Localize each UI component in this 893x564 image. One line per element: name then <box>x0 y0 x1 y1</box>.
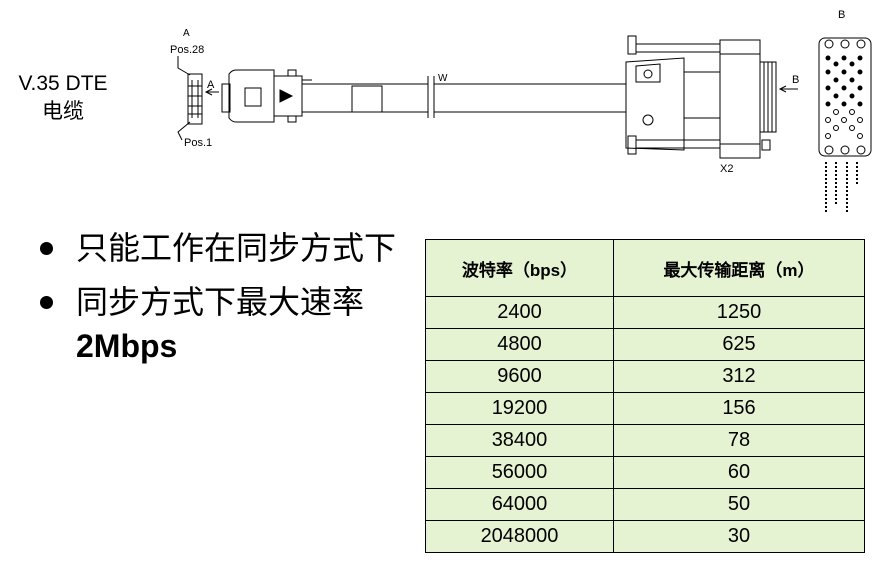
bullet-text: 同步方式下最大速率 <box>76 283 365 321</box>
bullet-item: 只能工作在同步方式下 <box>36 226 408 270</box>
pos1-label: Pos.1 <box>184 137 212 149</box>
connector-b-face <box>818 37 872 157</box>
cell-distance: 60 <box>613 456 865 489</box>
bullet-dot <box>40 296 53 309</box>
bullet-list: 只能工作在同步方式下 同步方式下最大速率 2Mbps <box>36 226 408 378</box>
bullet-item: 同步方式下最大速率 2Mbps <box>36 280 408 368</box>
cable-diagram: A Pos.28 Pos.1 A W <box>170 9 872 214</box>
cell-distance: 312 <box>613 360 865 393</box>
arrow-a <box>204 88 219 96</box>
arrow-b-label: B <box>792 74 799 86</box>
cell-rate: 38400 <box>425 424 614 457</box>
header-baud-rate: 波特率（bps） <box>425 239 614 297</box>
connector-a <box>221 69 312 123</box>
cell-rate: 2048000 <box>425 520 614 553</box>
caption-line2: 电缆 <box>42 100 84 123</box>
pos1-leader <box>177 121 191 141</box>
cell-distance: 156 <box>613 392 865 425</box>
end-b-label: B <box>838 9 845 21</box>
cell-rate: 4800 <box>425 328 614 361</box>
arrow-a-label: A <box>207 79 215 91</box>
pos28-leader <box>177 56 191 76</box>
bullet-bold-text: 2Mbps <box>76 328 178 364</box>
cell-rate: 9600 <box>425 360 614 393</box>
bullet-text: 只能工作在同步方式下 <box>76 229 397 267</box>
arrow-b <box>778 85 798 93</box>
cell-rate: 56000 <box>425 456 614 489</box>
end-a-label: A <box>183 28 190 39</box>
cell-distance: 50 <box>613 488 865 521</box>
cell-distance: 78 <box>613 424 865 457</box>
pos28-label: Pos.28 <box>170 44 204 56</box>
cell-distance: 30 <box>613 520 865 553</box>
cell-rate: 19200 <box>425 392 614 425</box>
cell-distance: 625 <box>613 328 865 361</box>
cell-rate: 64000 <box>425 488 614 521</box>
table-header-row: 波特率（bps） 最大传输距离（m） <box>425 239 865 297</box>
connector-x2-label: X2 <box>720 163 733 175</box>
connector-a-face <box>187 73 203 125</box>
header-max-distance: 最大传输距离（m） <box>613 239 865 297</box>
cell-rate: 2400 <box>425 296 614 329</box>
connector-x2 <box>625 35 777 159</box>
cable-w <box>302 76 626 118</box>
cable-label: W <box>438 73 448 84</box>
bullet-dot <box>40 242 53 255</box>
pin-legend-marks <box>825 162 858 214</box>
cell-distance: 1250 <box>613 296 865 329</box>
caption-line1: V.35 DTE <box>18 72 108 95</box>
